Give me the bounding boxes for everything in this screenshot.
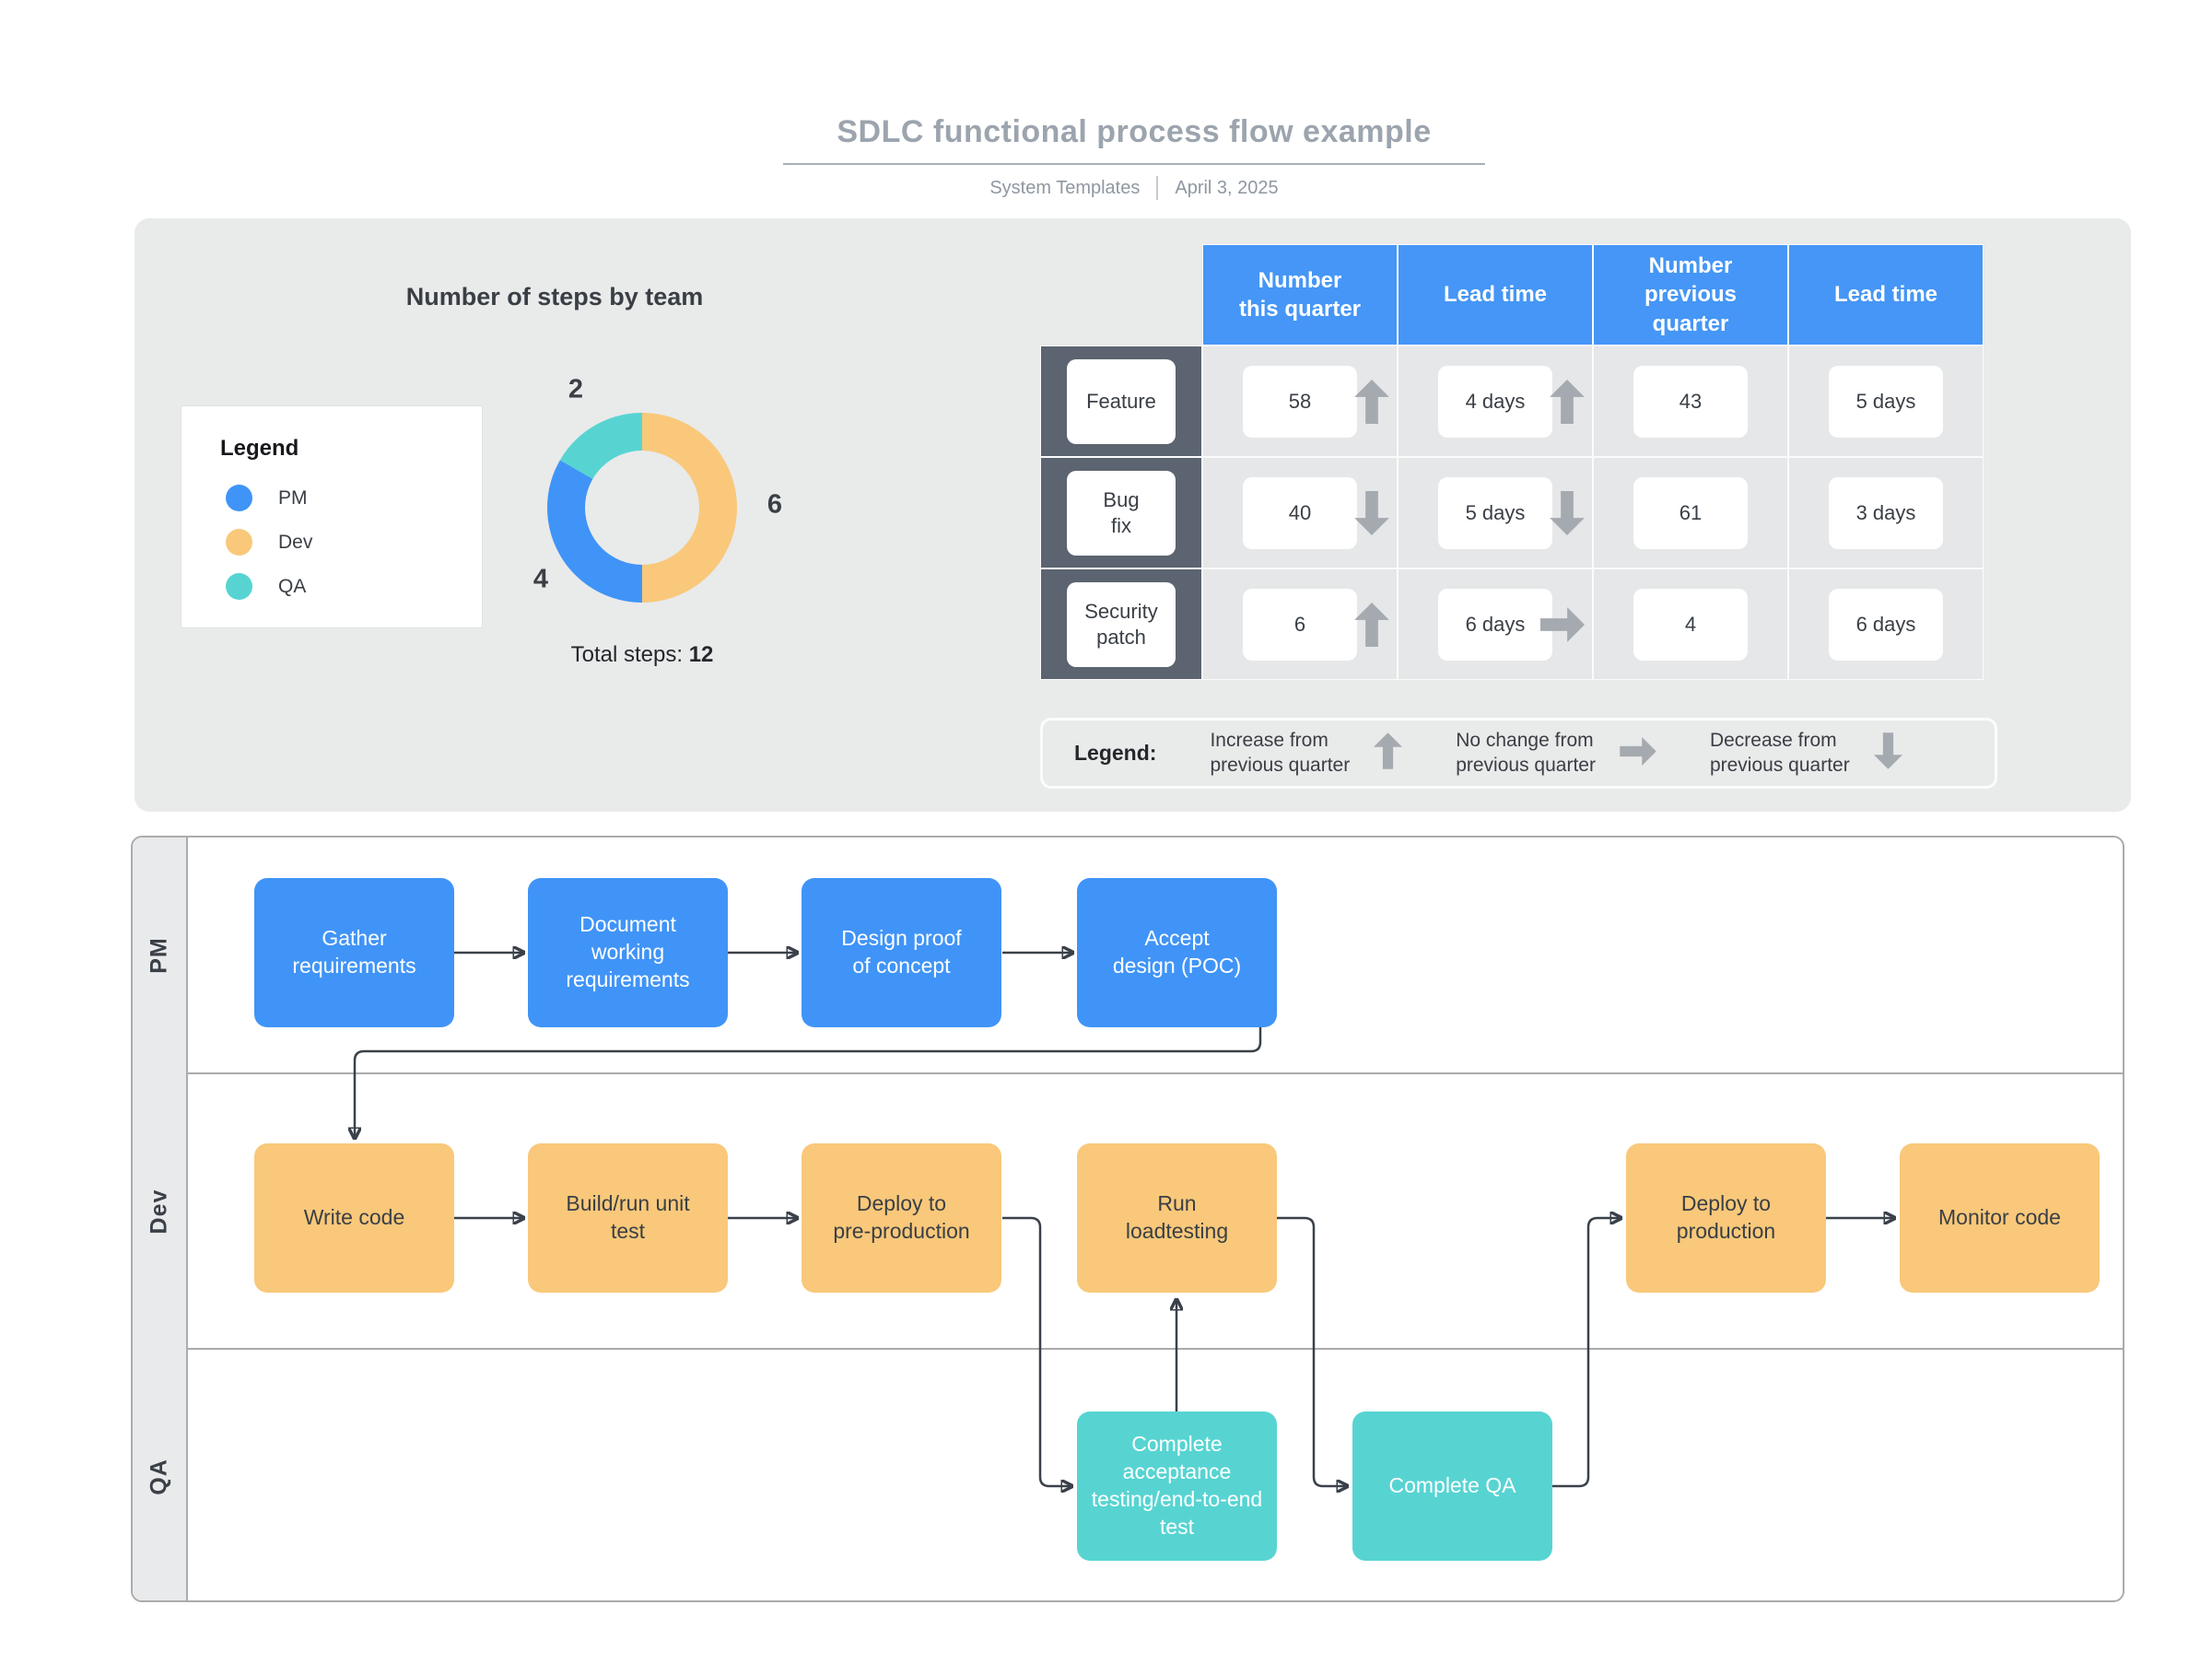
lane-label-strip bbox=[133, 838, 188, 1600]
page-title: SDLC functional process flow example bbox=[783, 114, 1485, 165]
value-shape[interactable]: 4 bbox=[1633, 588, 1748, 661]
value-shape[interactable]: 4 days bbox=[1438, 365, 1552, 438]
cell-bugfix-lead-time-previous: 3 days bbox=[1788, 457, 1984, 568]
value-shape[interactable]: 3 days bbox=[1829, 476, 1943, 549]
total-steps-label: Total steps: bbox=[570, 642, 684, 667]
trend-down-icon bbox=[1873, 732, 1902, 774]
legend-item-label: PM bbox=[278, 486, 308, 509]
table-corner-cell bbox=[1040, 244, 1202, 346]
lane-label-qa: QA bbox=[146, 1458, 172, 1495]
document-subtitle: System Templates April 3, 2025 bbox=[783, 176, 1485, 200]
column-header-number-previous-quarter: Number previous quarter bbox=[1593, 244, 1788, 346]
document-date: April 3, 2025 bbox=[1175, 177, 1279, 198]
value-shape[interactable]: 6 days bbox=[1438, 588, 1552, 661]
total-steps-caption: Total steps: 12 bbox=[504, 642, 780, 668]
slice-label-qa: 2 bbox=[568, 374, 584, 404]
cell-security-number-previous-quarter: 4 bbox=[1593, 568, 1788, 680]
legend-item-pm: PM bbox=[226, 485, 308, 511]
trend-down-icon bbox=[1354, 490, 1389, 535]
trend-legend-item-no-change: No change from previous quarter bbox=[1456, 729, 1656, 778]
trend-legend-item-increase: Increase from previous quarter bbox=[1210, 729, 1403, 778]
row-label-shape[interactable]: Feature bbox=[1067, 358, 1176, 444]
slice-label-pm: 4 bbox=[533, 564, 549, 594]
cell-security-lead-time-previous: 6 days bbox=[1788, 568, 1984, 680]
cell-bugfix-number-this-quarter: 40 bbox=[1202, 457, 1398, 568]
donut-hole bbox=[585, 451, 699, 565]
trend-up-icon bbox=[1374, 732, 1403, 774]
legend-item-label: Dev bbox=[278, 531, 313, 553]
total-steps-value: 12 bbox=[688, 642, 714, 667]
row-header-security-patch: Security patch bbox=[1040, 568, 1202, 680]
flow-node-run-loadtesting[interactable]: Run loadtesting bbox=[1077, 1143, 1277, 1293]
lane-label-dev: Dev bbox=[146, 1189, 172, 1235]
trend-no-change-icon bbox=[1620, 736, 1656, 770]
qa-color-swatch-icon bbox=[226, 573, 252, 600]
row-header-bug-fix: Bug fix bbox=[1040, 457, 1202, 568]
column-header-lead-time-previous: Lead time bbox=[1788, 244, 1984, 346]
flow-node-accept-design-poc[interactable]: Accept design (POC) bbox=[1077, 878, 1277, 1027]
row-label-shape[interactable]: Bug fix bbox=[1067, 470, 1176, 556]
cell-security-number-this-quarter: 6 bbox=[1202, 568, 1398, 680]
flow-node-design-proof-of-concept[interactable]: Design proof of concept bbox=[802, 878, 1001, 1027]
trend-legend-text: No change from previous quarter bbox=[1456, 730, 1596, 776]
cell-feature-lead-time: 4 days bbox=[1398, 346, 1593, 457]
cell-feature-number-previous-quarter: 43 bbox=[1593, 346, 1788, 457]
value-shape[interactable]: 61 bbox=[1633, 476, 1748, 549]
dashboard-panel: Number of steps by team Legend PM Dev QA… bbox=[135, 218, 2131, 812]
trend-legend-item-decrease: Decrease from previous quarter bbox=[1710, 729, 1902, 778]
flow-node-gather-requirements[interactable]: Gather requirements bbox=[254, 878, 454, 1027]
row-label-shape[interactable]: Security patch bbox=[1067, 581, 1176, 667]
row-header-feature: Feature bbox=[1040, 346, 1202, 457]
slice-label-dev: 6 bbox=[767, 489, 783, 520]
steps-donut-chart bbox=[547, 413, 737, 603]
trend-up-icon bbox=[1550, 379, 1585, 424]
flow-node-complete-qa[interactable]: Complete QA bbox=[1352, 1411, 1552, 1561]
lane-divider bbox=[133, 1348, 2123, 1350]
subtitle-divider bbox=[1156, 176, 1159, 200]
trend-legend-bar: Legend: Increase from previous quarter N… bbox=[1040, 718, 1997, 789]
cell-feature-lead-time-previous: 5 days bbox=[1788, 346, 1984, 457]
value-shape[interactable]: 5 days bbox=[1438, 476, 1552, 549]
trend-down-icon bbox=[1550, 490, 1585, 535]
value-shape[interactable]: 6 bbox=[1243, 588, 1357, 661]
column-header-number-this-quarter: Number this quarter bbox=[1202, 244, 1398, 346]
value-shape[interactable]: 6 days bbox=[1829, 588, 1943, 661]
chart-legend-title: Legend bbox=[220, 436, 299, 461]
lane-label-pm: PM bbox=[146, 937, 172, 974]
flow-node-deploy-to-pre-production[interactable]: Deploy to pre-production bbox=[802, 1143, 1001, 1293]
cell-bugfix-number-previous-quarter: 61 bbox=[1593, 457, 1788, 568]
dev-color-swatch-icon bbox=[226, 529, 252, 556]
trend-legend-text: Increase from previous quarter bbox=[1210, 730, 1351, 776]
legend-item-dev: Dev bbox=[226, 529, 312, 556]
value-shape[interactable]: 43 bbox=[1633, 365, 1748, 438]
cell-security-lead-time: 6 days bbox=[1398, 568, 1593, 680]
flow-node-monitor-code[interactable]: Monitor code bbox=[1900, 1143, 2100, 1293]
chart-legend-card: Legend PM Dev QA bbox=[181, 405, 483, 628]
metrics-table: Number this quarter Lead time Number pre… bbox=[1040, 244, 1984, 680]
flow-node-write-code[interactable]: Write code bbox=[254, 1143, 454, 1293]
chart-title: Number of steps by team bbox=[405, 283, 704, 310]
flow-node-document-working-requirements[interactable]: Document working requirements bbox=[528, 878, 728, 1027]
flow-node-deploy-to-production[interactable]: Deploy to production bbox=[1626, 1143, 1826, 1293]
document-byline: System Templates bbox=[989, 177, 1141, 198]
trend-up-icon bbox=[1354, 602, 1389, 647]
trend-legend-label: Legend: bbox=[1074, 741, 1157, 765]
value-shape[interactable]: 58 bbox=[1243, 365, 1357, 438]
column-header-lead-time: Lead time bbox=[1398, 244, 1593, 346]
cell-bugfix-lead-time: 5 days bbox=[1398, 457, 1593, 568]
cell-feature-number-this-quarter: 58 bbox=[1202, 346, 1398, 457]
legend-item-qa: QA bbox=[226, 573, 306, 600]
trend-no-change-icon bbox=[1540, 606, 1585, 642]
flow-node-build-run-unit-test[interactable]: Build/run unit test bbox=[528, 1143, 728, 1293]
legend-item-label: QA bbox=[278, 575, 307, 597]
document-header: SDLC functional process flow example Sys… bbox=[783, 114, 1485, 200]
flow-node-complete-acceptance-testing[interactable]: Complete acceptance testing/end-to-end t… bbox=[1077, 1411, 1277, 1561]
trend-up-icon bbox=[1354, 379, 1389, 424]
trend-legend-text: Decrease from previous quarter bbox=[1709, 730, 1850, 776]
lane-divider bbox=[133, 1072, 2123, 1074]
value-shape[interactable]: 40 bbox=[1243, 476, 1357, 549]
pm-color-swatch-icon bbox=[226, 485, 252, 511]
value-shape[interactable]: 5 days bbox=[1829, 365, 1943, 438]
